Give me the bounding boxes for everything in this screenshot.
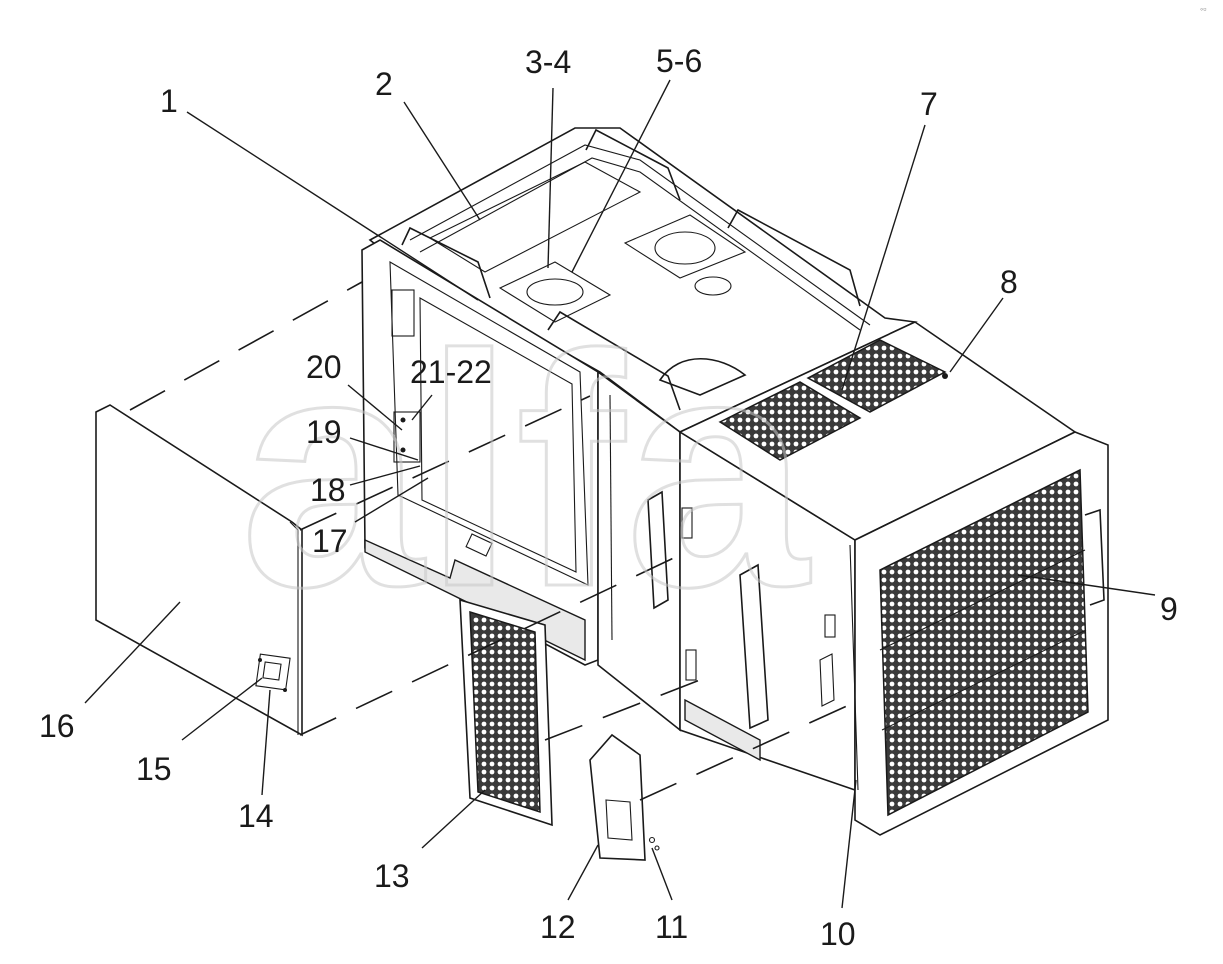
callout-18: 18 (310, 472, 346, 508)
callout-15: 15 (136, 751, 172, 787)
leader-20 (347, 384, 403, 431)
roof-round-vent-left (526, 278, 584, 306)
callout-13: 13 (374, 858, 410, 894)
roof-rail (409, 144, 871, 326)
roof-vent-screw (942, 373, 948, 379)
roof-hatch-panel (428, 161, 642, 273)
callout-16: 16 (39, 708, 75, 744)
door-lock (824, 614, 836, 638)
step-cover-12 (589, 733, 646, 861)
leader-17 (354, 477, 429, 523)
leader-18 (349, 465, 421, 486)
roof-handrail-4 (727, 208, 861, 307)
leader-21-22 (411, 394, 433, 421)
front-grille-mesh (879, 468, 1089, 817)
callout-19: 19 (306, 414, 342, 450)
hinge-upper (391, 289, 415, 337)
leader-10 (841, 779, 857, 909)
roof-round-vent-small (694, 276, 732, 296)
callout-9: 9 (1160, 591, 1178, 627)
roof-handrail-2 (547, 310, 681, 411)
leader-14 (261, 689, 271, 796)
middle-grab-handle (647, 490, 669, 610)
latch-plate-14 (255, 653, 291, 691)
callout-14: 14 (238, 798, 274, 834)
leader-13 (421, 789, 486, 849)
callout-10: 10 (820, 916, 856, 952)
cabin-body (361, 127, 1109, 836)
leader-2 (403, 101, 481, 221)
callout-2: 2 (375, 66, 393, 102)
roof-opening-left (498, 261, 612, 323)
callout-17: 17 (312, 523, 348, 559)
leader-9 (1017, 574, 1156, 596)
left-window-glass (419, 297, 577, 573)
callout-7: 7 (920, 86, 938, 122)
roof-round-vent-right (654, 231, 716, 265)
roof-handrail-1 (401, 226, 491, 299)
watermark-text: alfa (240, 286, 811, 655)
leader-19 (349, 437, 419, 461)
leader-3-4 (547, 87, 554, 269)
roof-mesh-vent-1 (718, 381, 862, 461)
latch-catch-15 (262, 661, 282, 681)
door-step (684, 698, 761, 762)
left-bottom-slot (465, 533, 493, 557)
leader-7 (841, 124, 926, 391)
callout-8: 8 (1000, 264, 1018, 300)
leader-lines (84, 79, 1156, 909)
callout-5-6: 5-6 (656, 43, 702, 79)
callout-20: 20 (306, 349, 342, 385)
leader-12 (567, 844, 599, 901)
leader-1 (186, 111, 479, 301)
callout-11: 11 (655, 909, 688, 945)
leader-16 (84, 601, 181, 704)
callout-labels: 1 2 3-4 5-6 7 8 9 10 11 12 13 14 15 16 1… (39, 43, 1178, 952)
roof-opening-right (623, 214, 747, 279)
roof-rail-inner (419, 157, 861, 331)
callout-21-22: 21-22 (410, 354, 492, 390)
side-panel-16 (95, 404, 303, 737)
roof-handrail-3 (585, 128, 681, 201)
roof-mesh-vent-2 (806, 339, 947, 413)
assembly-lines (129, 281, 861, 801)
callout-3-4: 3-4 (525, 44, 571, 80)
corner-mark: ◦▫ (1200, 4, 1206, 14)
hinge-lower (393, 411, 421, 463)
roof-duct (658, 358, 747, 396)
left-window-frame (389, 261, 589, 586)
front-left-pillar (849, 544, 859, 791)
grille-side-bracket (1084, 508, 1105, 606)
callout-1: 1 (160, 83, 178, 119)
bolt-11 (648, 836, 660, 851)
leader-8 (949, 297, 1004, 373)
mesh-panel-13 (459, 598, 553, 827)
door-latch (819, 653, 835, 707)
grille-bar-1 (879, 549, 1086, 651)
door-hinge-upper (681, 507, 693, 539)
grille-bar-2 (881, 629, 1087, 731)
door-grab-handle (739, 563, 769, 730)
door-hinge-lower (685, 649, 697, 681)
leader-11 (651, 847, 673, 901)
callout-12: 12 (540, 909, 576, 945)
pillar-edge (609, 394, 613, 641)
leader-15 (181, 677, 263, 741)
leader-5-6 (571, 79, 671, 273)
